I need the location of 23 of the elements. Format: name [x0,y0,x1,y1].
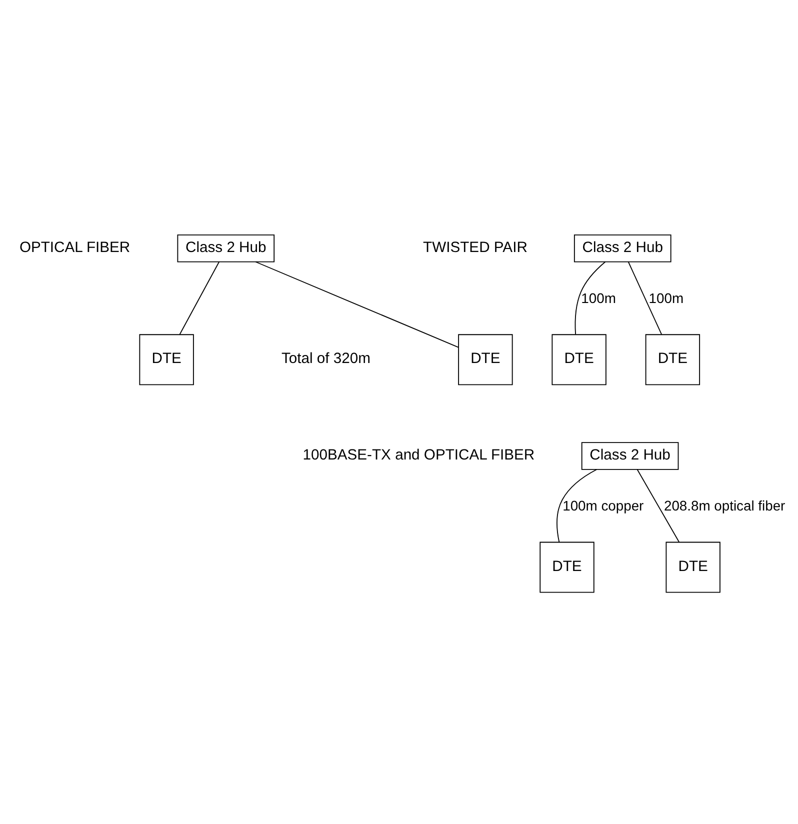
node-box: Class 2 Hub [581,442,679,470]
node-box: DTE [139,334,194,386]
node-box: DTE [540,542,594,593]
label: Total of 320m [281,351,371,368]
connector [556,469,598,543]
connector [255,261,459,348]
node-box: DTE [552,334,606,386]
node-box: DTE [666,542,720,593]
edge-label: 100m [648,290,684,306]
node-box: DTE [458,334,513,386]
node-box: Class 2 Hub [177,234,275,262]
edge-label: 100m copper [562,498,644,514]
edge-label: 100m [581,290,616,306]
connector [574,261,606,335]
node-box: DTE [645,334,700,386]
label: OPTICAL FIBER [19,240,130,256]
edge-label: 208.8m optical fiber [664,498,786,514]
label: TWISTED PAIR [423,240,528,256]
label: 100BASE-TX and OPTICAL FIBER [302,448,535,464]
connector [628,261,662,335]
node-box: Class 2 Hub [574,234,672,262]
connector [636,469,680,542]
connector [179,261,220,335]
